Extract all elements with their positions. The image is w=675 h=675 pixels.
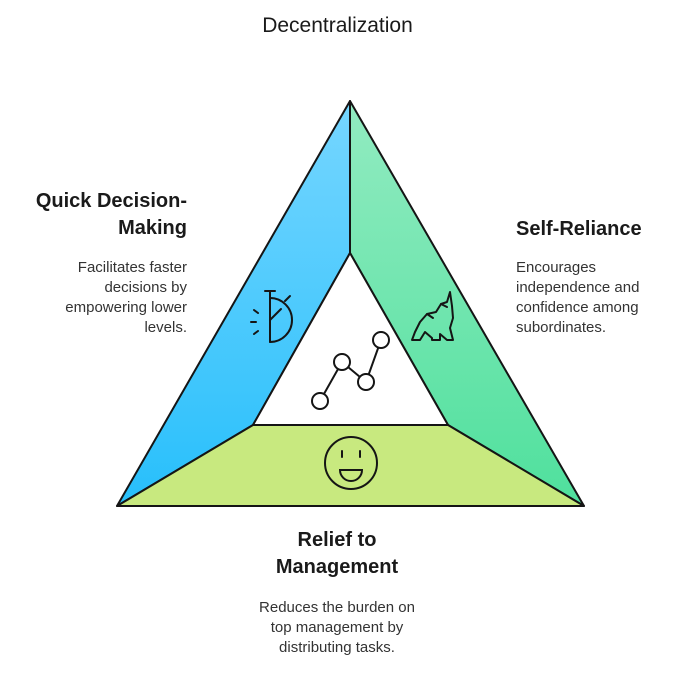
relief-description-line: Reduces the burden on xyxy=(259,599,415,616)
network-path-icon xyxy=(311,331,390,410)
relief-description-line: distributing tasks. xyxy=(279,639,395,656)
quick-decision-heading-line: Making xyxy=(118,217,187,239)
diagram-title: Decentralization xyxy=(262,14,413,37)
self-reliance-description-line: Encourages xyxy=(516,259,597,276)
center-triangle xyxy=(252,252,449,426)
relief-heading-line: Management xyxy=(275,556,399,578)
self-reliance-heading: Self-Reliance xyxy=(516,218,642,240)
self-reliance-description: Encourages independence and confidence a… xyxy=(516,258,675,338)
relief-heading-line: Relief to xyxy=(297,529,377,551)
quick-decision-description-line: levels. xyxy=(144,319,187,336)
relief-heading: Relief to Management xyxy=(237,527,437,581)
self-reliance-description-line: confidence among xyxy=(516,299,639,316)
quick-decision-heading: Quick Decision- Making xyxy=(0,188,187,242)
relief-description-line: top management by xyxy=(270,619,404,636)
quick-decision-description-line: decisions by xyxy=(104,279,187,296)
wolf-howling-icon xyxy=(411,291,454,341)
smiley-face-icon xyxy=(324,436,378,490)
relief-description: Reduces the burden on top management by … xyxy=(237,598,437,658)
self-reliance-description-line: independence and xyxy=(516,279,640,296)
quick-decision-description-line: Facilitates faster xyxy=(77,259,187,276)
stopwatch-icon xyxy=(250,290,293,343)
quick-decision-heading-line: Quick Decision- xyxy=(35,190,187,212)
quick-decision-description-line: empowering lower xyxy=(65,299,187,316)
self-reliance-description-line: subordinates. xyxy=(516,319,607,336)
quick-decision-description: Facilitates faster decisions by empoweri… xyxy=(0,258,187,338)
